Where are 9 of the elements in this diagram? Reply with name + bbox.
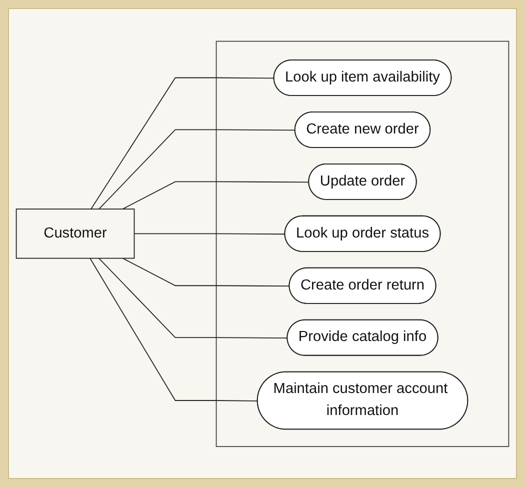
connector — [134, 232, 286, 234]
connector — [98, 128, 296, 210]
connector — [90, 257, 258, 401]
connector — [122, 257, 290, 286]
node-box: Customer — [16, 208, 135, 258]
connector — [98, 257, 288, 338]
connector — [90, 76, 275, 210]
connector — [122, 180, 310, 210]
cluster — [216, 40, 510, 447]
